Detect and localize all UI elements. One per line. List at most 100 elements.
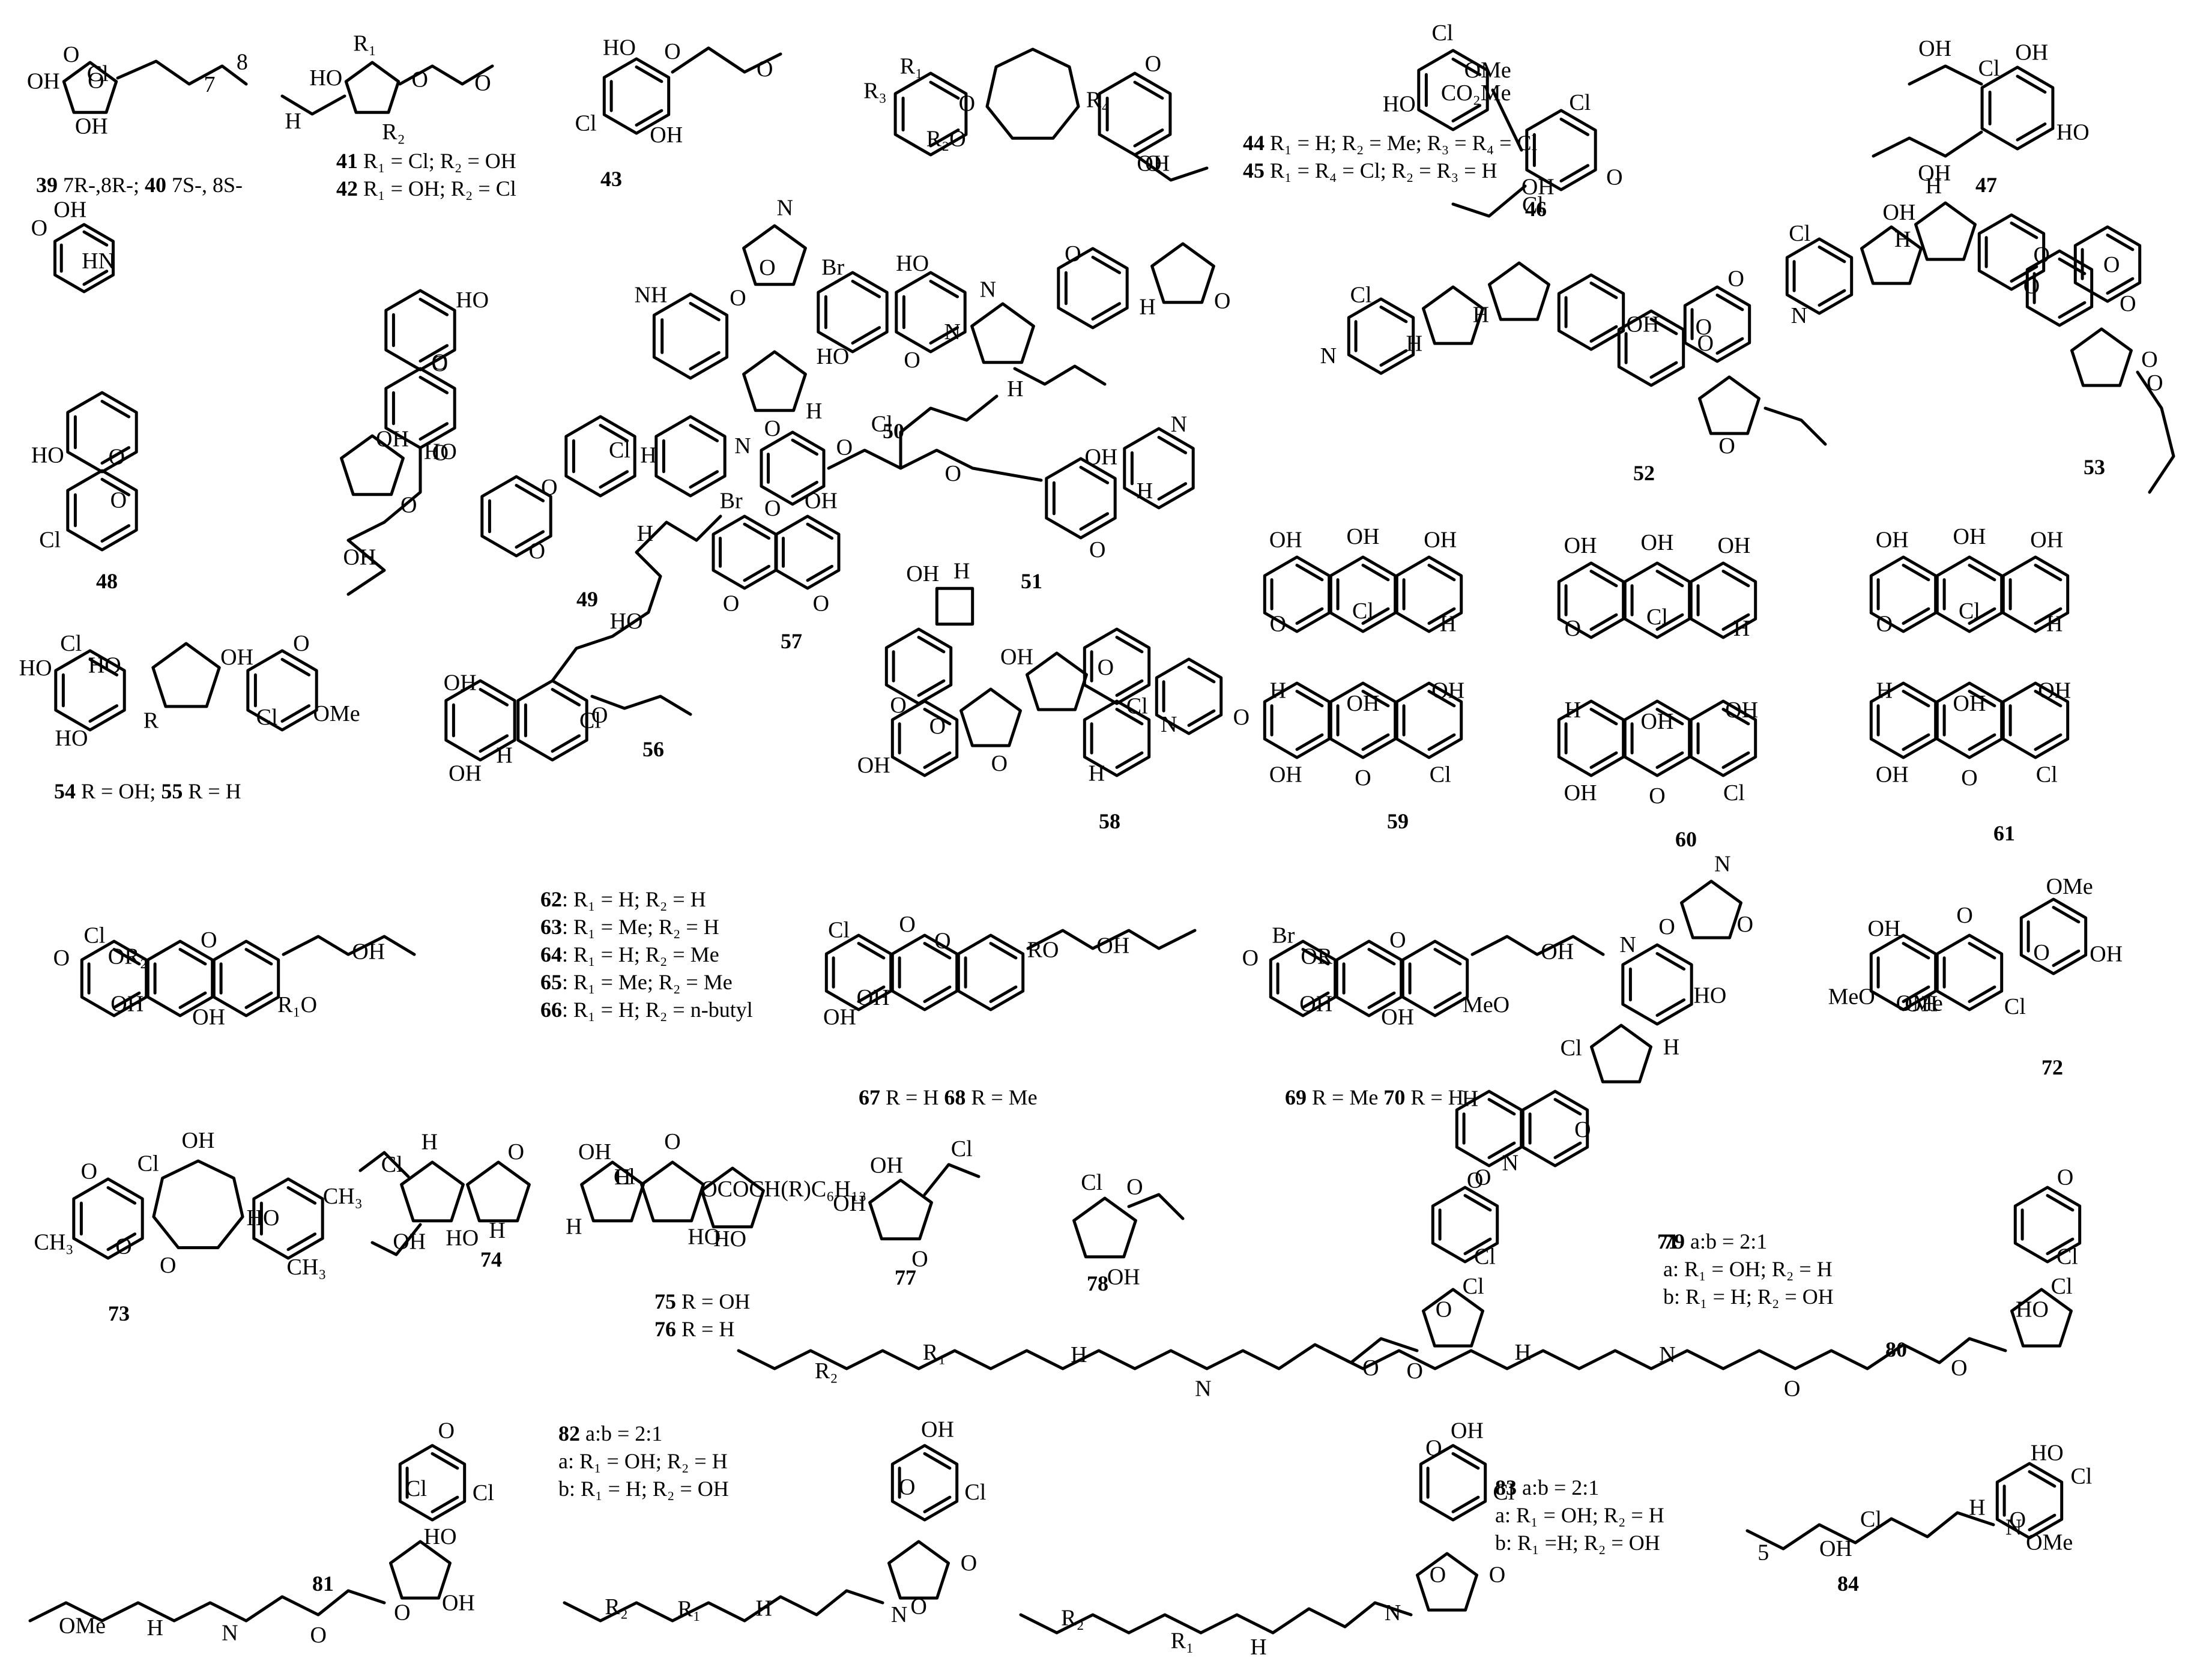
compound-44-45-double-bond	[929, 80, 960, 100]
compound-71-double-bond	[1487, 1141, 1516, 1159]
caption-segment: R₁ = OH; R₂ = Cl	[358, 176, 516, 200]
compound-67-68-double-bond	[989, 942, 1018, 960]
compound-39-40-chain-0	[116, 59, 248, 86]
compound-75-76-caption: 76 R = H	[654, 1317, 734, 1341]
compound-49-atom-label: N	[734, 433, 751, 459]
compound-58-atom-label: OH	[857, 753, 890, 778]
compound-52-double-bond	[1589, 325, 1618, 343]
compound-46-ring-1	[1525, 109, 1597, 191]
compound-58-ring-6	[1083, 699, 1151, 777]
compound-75-76-atom-label: OH	[578, 1139, 611, 1165]
compound-58-ring-4	[1026, 651, 1088, 711]
compound-57-double-bond	[806, 522, 833, 540]
compound-58-double-bond	[1115, 636, 1144, 654]
compound-50-atom-label: N	[980, 277, 996, 303]
compound-53-ring-0	[1785, 237, 1854, 315]
caption-segment: 44	[1243, 131, 1265, 155]
compound-78-atom-label: OH	[1107, 1265, 1140, 1290]
compound-61-double-bond	[2034, 733, 2062, 751]
compound-59-double-bond	[1427, 690, 1456, 708]
compound-46-caption: 46	[1525, 197, 1547, 221]
compound-52-ring-5	[1683, 285, 1751, 363]
compound-84-atom-label: H	[1969, 1495, 1985, 1520]
compound-46-atom-label: O	[1606, 164, 1622, 190]
compound-79-double-bond	[1463, 1237, 1492, 1255]
compound-77-atom-label: OH	[870, 1153, 903, 1178]
compound-49-atom-label: NH	[635, 282, 668, 307]
compound-80-atom-label: N	[1659, 1342, 1675, 1367]
compound-62-66-caption: 63: R₁ = Me; R₂ = H	[540, 915, 719, 939]
compound-73-double-bond	[286, 1232, 317, 1251]
compound-43-double-bond	[635, 109, 663, 127]
compound-73-double-bond	[106, 1232, 137, 1251]
compound-48-double-bond	[419, 344, 449, 363]
compound-84-atom-label: OMe	[2026, 1530, 2073, 1555]
compound-50-double-bond	[851, 280, 881, 298]
compound-59-atom-label: O	[1270, 612, 1286, 637]
compound-74-chain-1	[370, 1223, 422, 1256]
compound-54-55-ring-2	[246, 649, 318, 732]
compound-81-ring-1	[389, 1540, 452, 1600]
compound-50-atom-label: Br	[821, 255, 844, 280]
compound-51-double-bond	[1079, 512, 1110, 531]
compound-52-double-bond	[1715, 294, 1744, 312]
compound-81-atom-label: OH	[442, 1591, 475, 1616]
compound-52-ring-6	[1698, 375, 1760, 435]
compound-60-double-bond	[1655, 570, 1684, 588]
caption-segment: : R₁ = H; R₂ = Me	[562, 942, 719, 966]
compound-67-68-double-bond	[857, 985, 886, 1003]
compound-84-double-bond	[2028, 1513, 2056, 1531]
compound-53-double-bond	[1818, 289, 1846, 307]
caption-segment: 47	[1975, 173, 1997, 197]
caption-segment: R = H	[880, 1085, 944, 1109]
caption-segment: 74	[480, 1247, 502, 1271]
compound-48-double-bond	[82, 270, 109, 286]
caption-segment: 51	[1021, 569, 1042, 593]
caption-segment: 7R-,8R-;	[58, 173, 145, 197]
compound-67-68-double-bond	[923, 942, 952, 960]
compound-52-ring-1	[1422, 285, 1484, 345]
compound-61-double-bond	[2034, 607, 2062, 625]
compound-82-atom-label: R₂	[605, 1594, 628, 1620]
compound-72-double-bond	[1968, 985, 1996, 1003]
compound-60-ring-4	[1623, 699, 1691, 777]
compound-51-ring-0	[760, 430, 826, 506]
compound-44-45-caption: 45 R₁ = R₄ = Cl; R₂ = R₃ = H	[1243, 158, 1497, 182]
compound-75-76-atom-label: H	[566, 1214, 582, 1240]
compound-56-double-bond	[479, 688, 509, 707]
compound-58-double-bond	[923, 751, 952, 769]
compound-54-55-atom-label: HO	[88, 653, 121, 678]
caption-segment: 45	[1243, 158, 1265, 182]
compound-49-ring-5	[480, 475, 552, 558]
compound-46-chain-1	[1451, 184, 1527, 218]
caption-segment: 81	[312, 1572, 334, 1596]
compound-50-double-bond	[1091, 256, 1122, 274]
compound-58-double-bond	[923, 708, 952, 726]
compound-77-atom-label: O	[911, 1247, 928, 1272]
compound-51-double-bond	[1079, 466, 1110, 484]
compound-43-atom-label: Cl	[575, 111, 597, 136]
compound-48-atom-label: HO	[456, 288, 489, 313]
compound-59-atom-label: OH	[1431, 678, 1464, 703]
compound-73-atom-label: O	[81, 1159, 97, 1184]
compound-61-double-bond	[2034, 564, 2062, 582]
compound-82-caption: 82 a:b = 2:1	[558, 1421, 662, 1445]
compound-81-ring-0	[398, 1444, 467, 1522]
compound-56-atom-label: HO	[610, 609, 643, 634]
compound-52-atom-label: H	[1406, 331, 1422, 357]
compound-48-atom-label: O	[31, 216, 47, 241]
compound-71-double-bond	[1553, 1098, 1582, 1116]
compound-71-atom-label: O	[1658, 914, 1675, 939]
compound-82-atom-label: R₁	[677, 1597, 701, 1622]
compound-74-ring-1	[466, 1160, 531, 1223]
compound-69-70-ring-0	[1269, 939, 1337, 1017]
compound-48-atom-label: OH	[376, 427, 409, 452]
compound-48-double-bond	[419, 376, 449, 394]
compound-41-42-atom-label: H	[285, 109, 301, 134]
compound-83-caption: b: R₁ =H; R₂ = OH	[1495, 1531, 1660, 1555]
compound-81-atom-label: Cl	[473, 1480, 494, 1506]
compound-62-66-atom-label: Cl	[83, 923, 105, 948]
